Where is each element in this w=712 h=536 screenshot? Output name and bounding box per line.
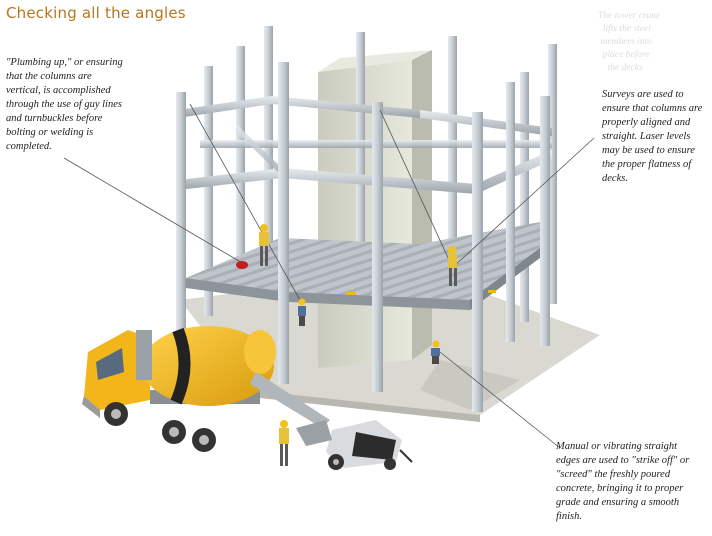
workers: [236, 224, 496, 466]
upper-beams: [178, 96, 552, 196]
callout-plumbing-up: "Plumbing up," or ensuring that the colu…: [6, 57, 123, 152]
concrete-mixer-truck: [82, 326, 330, 452]
guy-lines: [63, 103, 595, 449]
concrete-pump: [296, 420, 413, 470]
front-columns: [176, 62, 550, 412]
callout-surveys: Surveys are used to ensure that columns …: [602, 89, 703, 184]
callout-screed: Manual or vibrating straight edges are u…: [556, 441, 690, 522]
page-title: Checking all the angles: [6, 4, 186, 22]
faded-background-text: The tower crane lifts the steel members …: [598, 11, 661, 73]
